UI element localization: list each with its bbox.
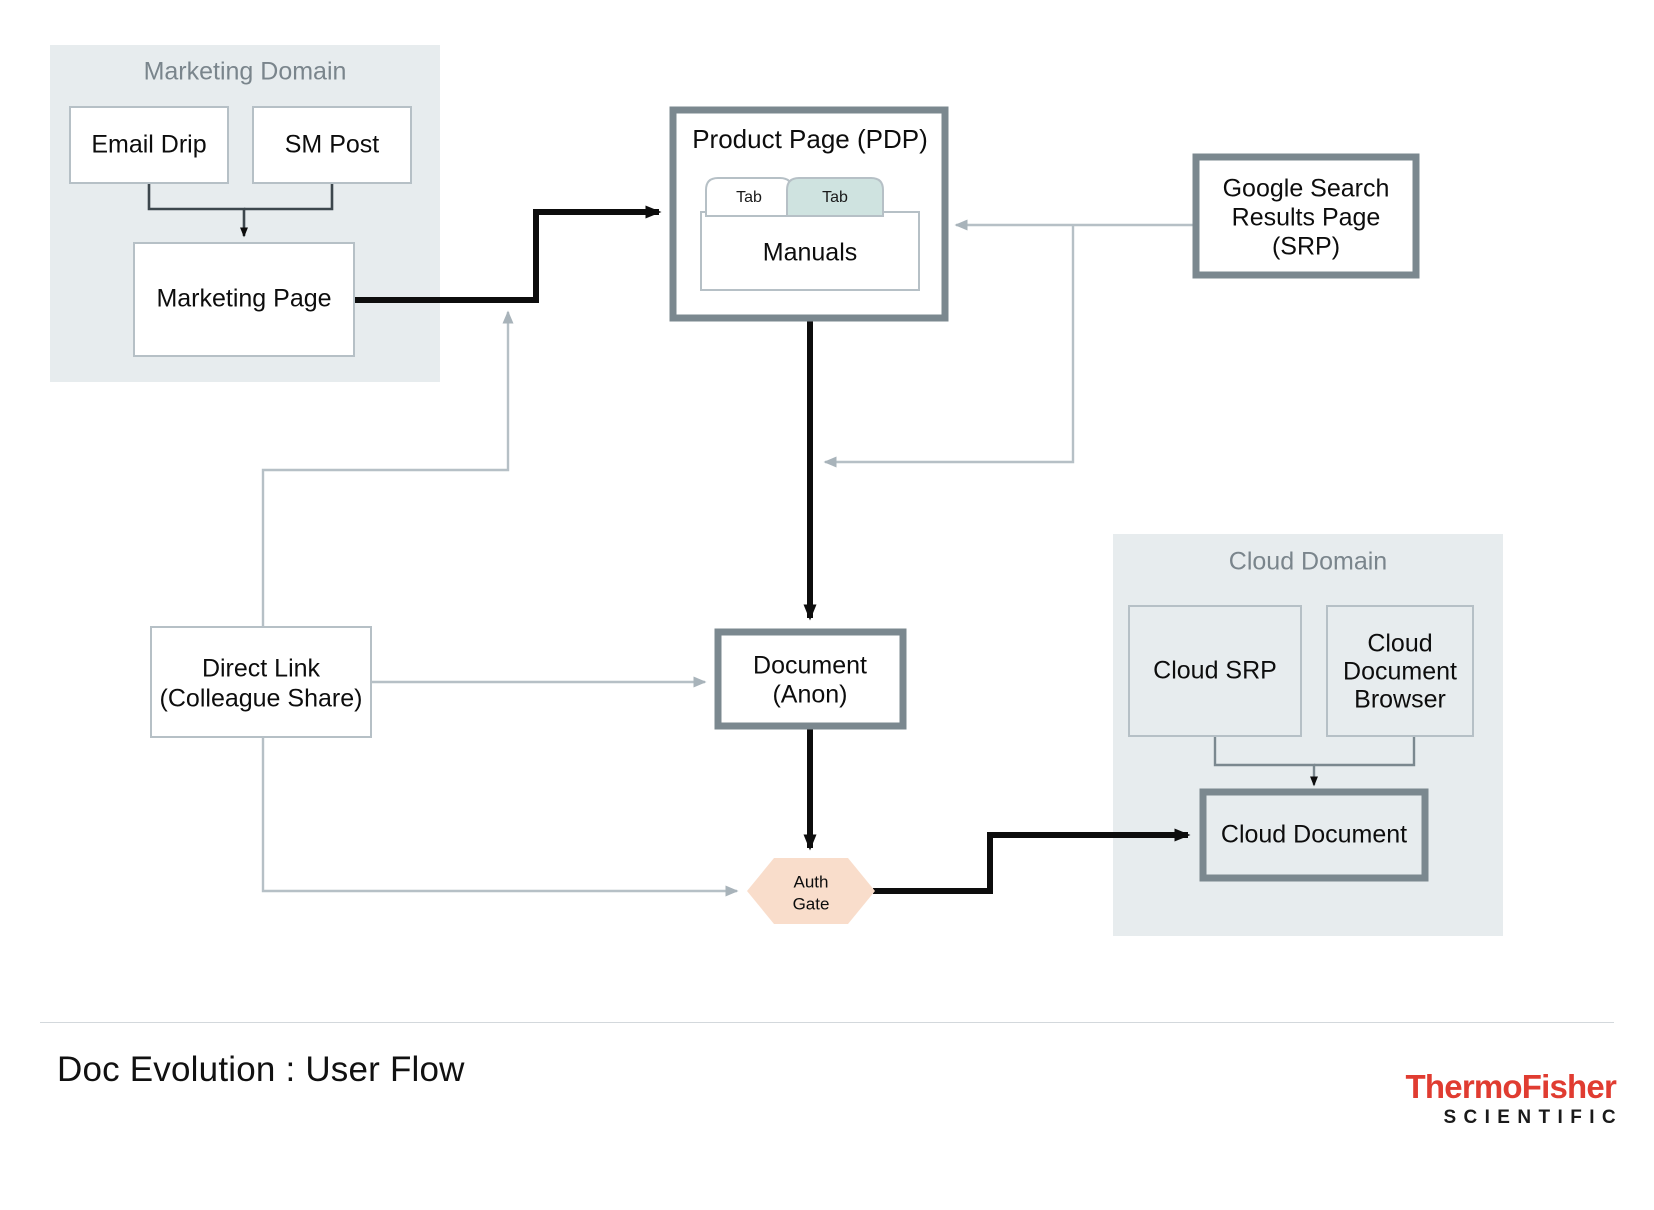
marketing-domain-label: Marketing Domain <box>144 58 347 86</box>
logo-brand-text: ThermoFisher <box>1405 1068 1617 1105</box>
edge-cloud-srp-to-cloud-document <box>1213 736 1318 787</box>
pdp-tab-active[interactable]: Tab <box>786 177 884 217</box>
node-product-page-pdp[interactable]: Product Page (PDP) Tab Tab Manuals <box>669 106 949 322</box>
node-auth-gate-line-2: Gate <box>793 894 830 913</box>
node-cloud-document-browser-line-3: Browser <box>1354 686 1446 714</box>
node-auth-gate[interactable]: Auth Gate <box>747 858 875 924</box>
node-cloud-document-browser[interactable]: Cloud Document Browser <box>1326 605 1474 737</box>
node-marketing-page[interactable]: Marketing Page <box>133 242 355 357</box>
node-sm-post-label: SM Post <box>285 131 380 159</box>
node-document-anon-line-1: Document <box>753 652 867 680</box>
edge-auth-gate-to-cloud-document <box>873 828 1191 894</box>
edge-marketing-page-to-pdp <box>354 205 662 303</box>
edge-direct-link-to-pdp <box>261 310 514 627</box>
edge-email-drip-to-marketing-page <box>147 183 248 238</box>
node-direct-link-line-2: (Colleague Share) <box>160 685 363 713</box>
node-direct-link[interactable]: Direct Link (Colleague Share) <box>150 626 372 738</box>
pdp-tab-inactive-label: Tab <box>736 189 762 206</box>
node-cloud-document-browser-line-1: Cloud <box>1367 630 1432 658</box>
pdp-tab-active-label: Tab <box>822 189 848 206</box>
auth-gate-hexagon <box>747 858 875 924</box>
edge-google-srp-to-direct-link <box>823 225 1075 468</box>
page-title: Doc Evolution : User Flow <box>57 1050 465 1089</box>
node-google-srp-line-3: (SRP) <box>1272 233 1340 261</box>
node-google-srp-line-1: Google Search <box>1223 175 1390 203</box>
node-google-srp[interactable]: Google Search Results Page (SRP) <box>1192 153 1420 279</box>
node-document-anon-line-2: (Anon) <box>772 681 847 709</box>
edge-cloud-document-browser-to-cloud-document <box>1314 736 1416 767</box>
node-cloud-srp[interactable]: Cloud SRP <box>1128 605 1302 737</box>
node-product-page-pdp-title: Product Page (PDP) <box>692 124 928 154</box>
node-cloud-document-label: Cloud Document <box>1221 821 1407 849</box>
pdp-manuals-label: Manuals <box>763 239 858 267</box>
node-direct-link-line-1: Direct Link <box>202 655 321 683</box>
node-marketing-page-label: Marketing Page <box>156 285 331 313</box>
logo-tagline-text: SCIENTIFIC <box>1443 1107 1623 1128</box>
cloud-domain-label: Cloud Domain <box>1229 548 1387 576</box>
node-document-anon[interactable]: Document (Anon) <box>714 628 907 730</box>
node-email-drip-label: Email Drip <box>91 131 206 159</box>
footer-divider <box>40 1022 1614 1023</box>
node-google-srp-line-2: Results Page <box>1232 204 1381 232</box>
node-auth-gate-line-1: Auth <box>794 872 829 891</box>
node-cloud-document[interactable]: Cloud Document <box>1199 788 1429 882</box>
node-cloud-document-browser-line-2: Document <box>1343 658 1457 686</box>
node-sm-post[interactable]: SM Post <box>252 106 412 184</box>
edge-direct-link-to-auth-gate <box>261 737 739 897</box>
node-email-drip[interactable]: Email Drip <box>69 106 229 184</box>
node-cloud-srp-label: Cloud SRP <box>1153 657 1277 685</box>
thermofisher-logo: ThermoFisher SCIENTIFIC <box>1405 1068 1617 1127</box>
edge-sm-post-to-marketing-page <box>244 183 334 211</box>
pdp-tab-inactive[interactable]: Tab <box>705 177 793 217</box>
